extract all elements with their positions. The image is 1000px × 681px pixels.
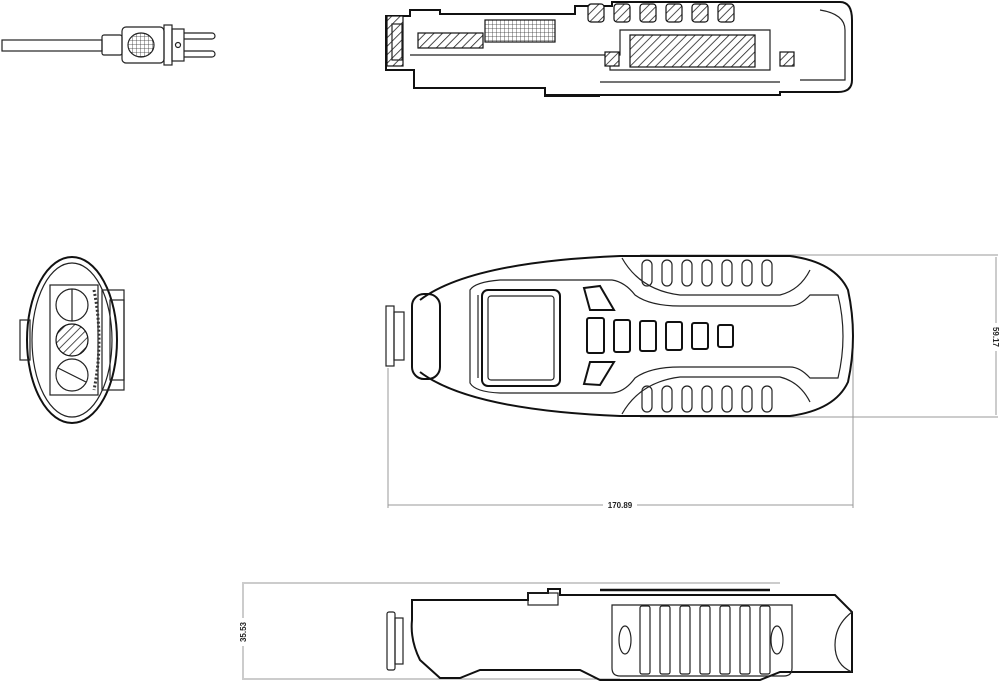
keypad-button-3 <box>639 320 657 352</box>
keypad-button-2 <box>613 319 631 353</box>
dimension-height: 35.53 <box>237 584 248 678</box>
end-view <box>19 256 125 424</box>
keypad-button-4 <box>665 321 683 351</box>
dimension-width: 59.17 <box>991 257 1000 415</box>
section-keycaps <box>587 3 735 23</box>
keypad <box>582 284 734 387</box>
section-view <box>385 1 853 97</box>
keypad-button-5 <box>691 322 709 350</box>
keypad-button-6 <box>717 324 734 348</box>
top-view: 59.17 170.89 <box>385 254 1000 510</box>
dimension-height-label: 35.53 <box>239 621 248 642</box>
top-grip <box>621 257 811 296</box>
dimension-width-label: 59.17 <box>991 327 1000 348</box>
dimension-length: 170.89 <box>388 500 853 510</box>
bottom-grip <box>621 376 811 415</box>
down-arrow-key <box>582 361 616 387</box>
up-arrow-key <box>582 284 616 311</box>
dimension-length-label: 170.89 <box>608 501 633 510</box>
probe-view <box>1 24 216 66</box>
keypad-button-1 <box>586 317 605 354</box>
side-view: 35.53 <box>237 582 853 681</box>
